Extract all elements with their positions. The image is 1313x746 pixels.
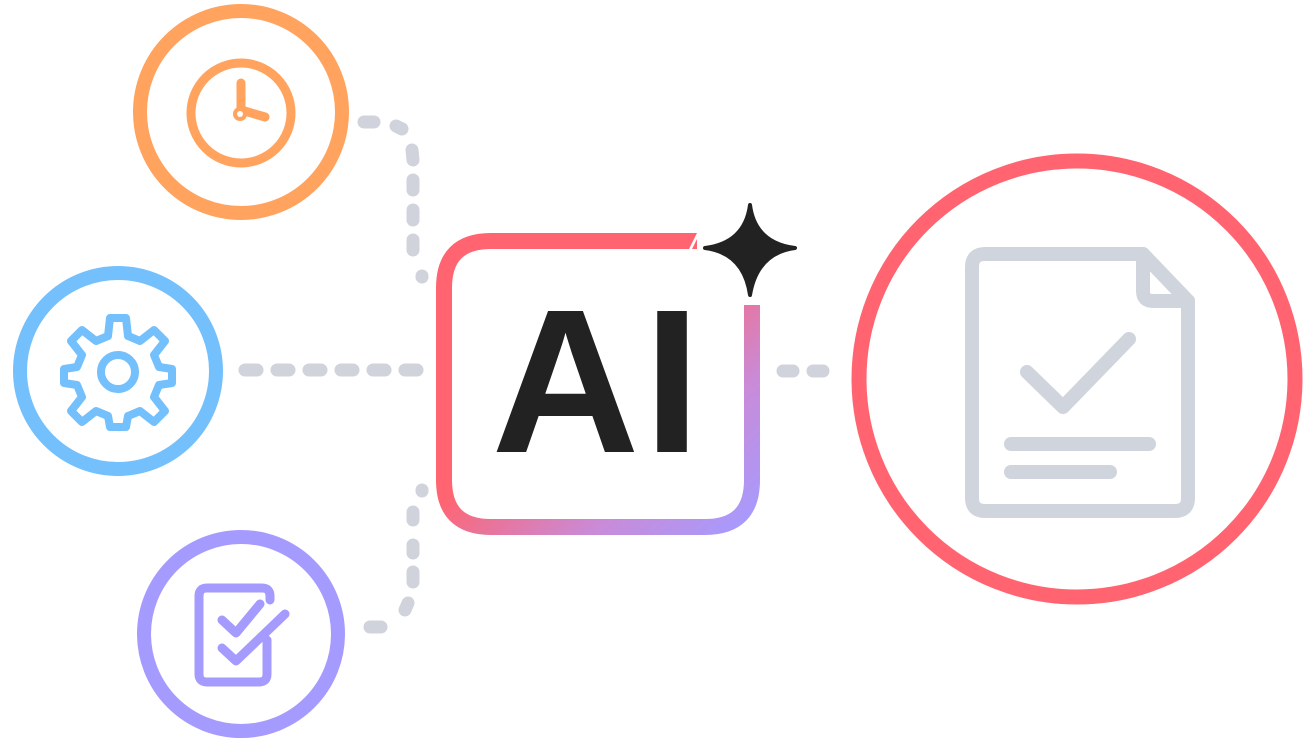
ai-label: AI — [491, 266, 705, 496]
checklist-icon — [194, 583, 290, 687]
gear-node[interactable] — [13, 266, 223, 476]
document-check-icon — [965, 247, 1195, 518]
clock-node[interactable] — [133, 4, 349, 220]
gear-icon — [60, 314, 176, 431]
document-node[interactable] — [851, 153, 1303, 605]
clock-icon — [186, 58, 296, 168]
connector-checklist — [363, 483, 429, 634]
ai-center-box[interactable] — [436, 233, 760, 535]
sparkle-icon — [703, 203, 797, 297]
checklist-node[interactable] — [137, 530, 345, 738]
connector-clock — [357, 115, 429, 284]
